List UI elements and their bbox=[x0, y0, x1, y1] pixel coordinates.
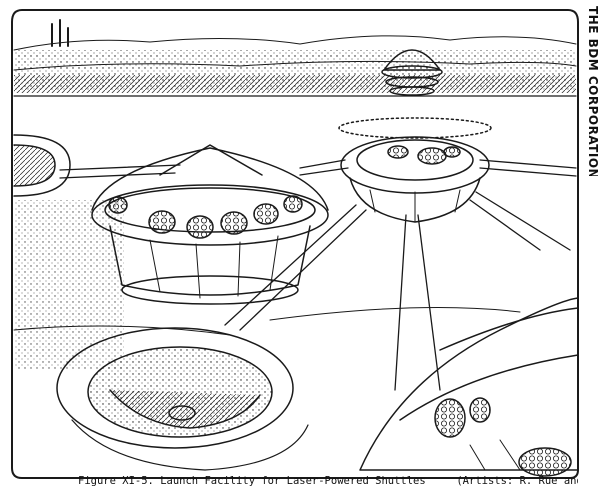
foreground-shuttle bbox=[359, 297, 579, 477]
figure-title: Launch Facility for Laser-Powered Shuttl… bbox=[160, 475, 426, 487]
figure-number: Figure XI-5. bbox=[78, 475, 154, 487]
horizon-terrain bbox=[13, 19, 577, 93]
distant-dome bbox=[381, 49, 443, 96]
frame-border bbox=[11, 9, 579, 479]
foreground-crater bbox=[56, 327, 309, 471]
ground-edge bbox=[13, 307, 521, 336]
artist-credit: (Artists: R. Rue and R. Carter) bbox=[456, 475, 578, 487]
left-crater bbox=[13, 134, 71, 197]
cone-launch-structure bbox=[91, 144, 329, 305]
roadways bbox=[59, 159, 577, 391]
figure-caption: Figure XI-5. Launch Facility for Laser-P… bbox=[78, 475, 578, 493]
ring-launch-pad bbox=[338, 117, 492, 223]
ground-stipple bbox=[14, 200, 124, 370]
side-margin-label: THE BDM CORPORATION bbox=[586, 6, 600, 176]
cone-windows bbox=[108, 195, 303, 239]
